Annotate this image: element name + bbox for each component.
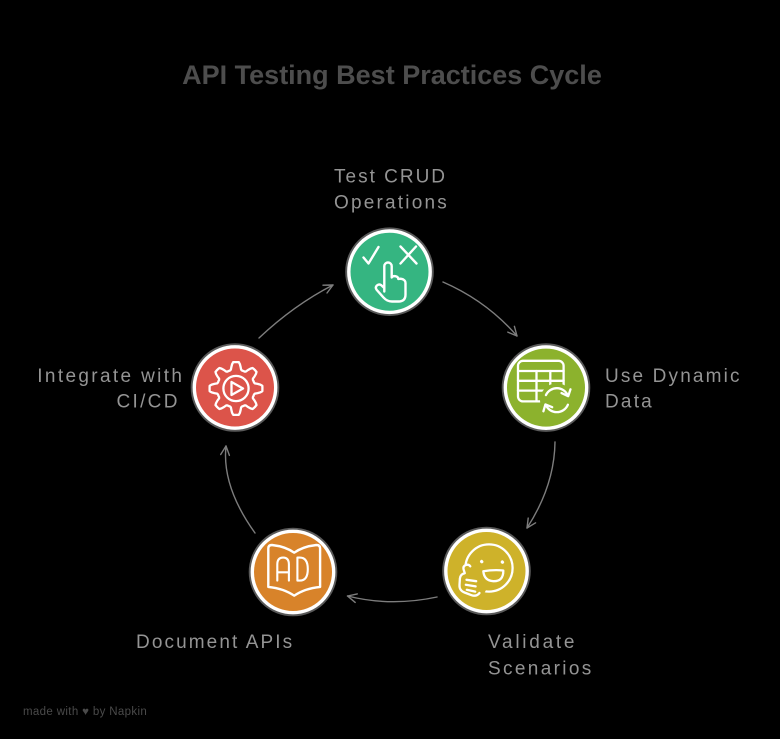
svg-text:Use Dynamic: Use Dynamic xyxy=(605,366,742,387)
svg-text:Scenarios: Scenarios xyxy=(488,659,594,680)
svg-text:Integrate with: Integrate with xyxy=(37,366,184,387)
svg-text:Validate: Validate xyxy=(488,632,577,653)
svg-text:Operations: Operations xyxy=(334,193,449,214)
svg-text:CI/CD: CI/CD xyxy=(117,391,180,412)
svg-text:Test CRUD: Test CRUD xyxy=(334,167,447,188)
svg-text:made with ♥ by Napkin: made with ♥ by Napkin xyxy=(23,706,147,718)
svg-text:Data: Data xyxy=(605,391,654,412)
svg-text:API Testing Best Practices Cyc: API Testing Best Practices Cycle xyxy=(182,60,602,90)
svg-text:Document APIs: Document APIs xyxy=(136,632,294,653)
